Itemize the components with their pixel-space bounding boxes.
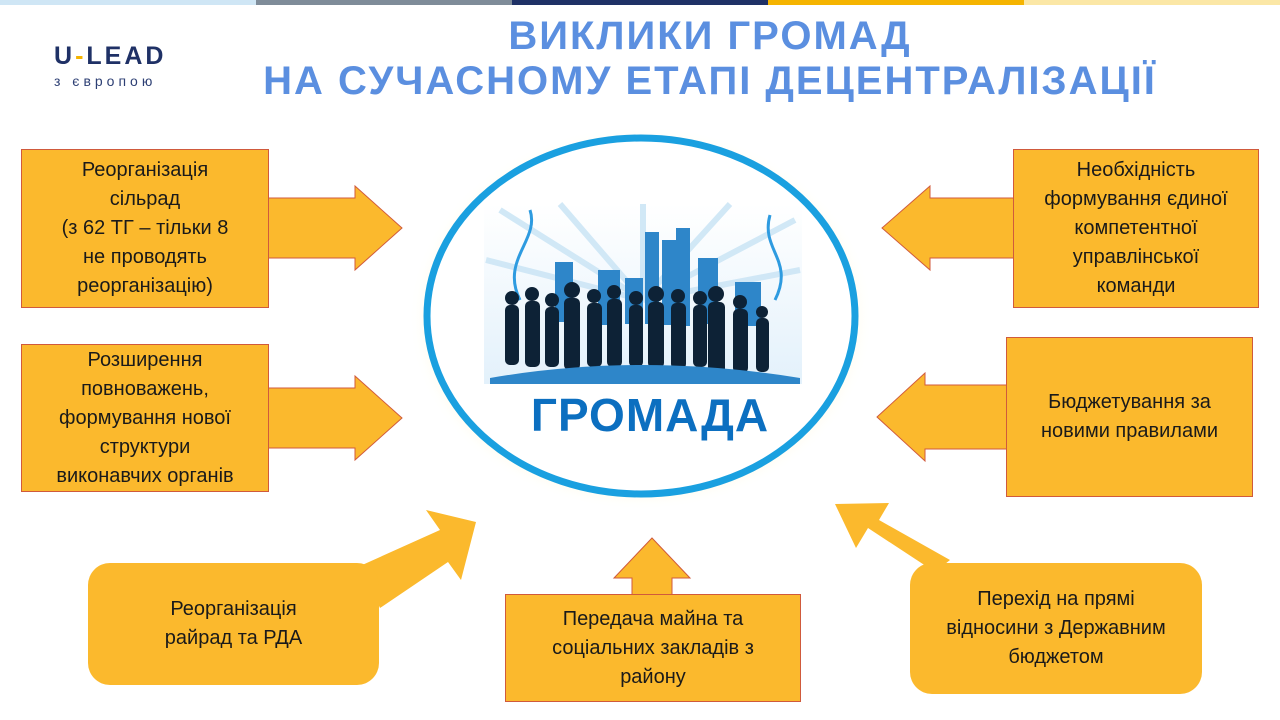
box-top-left: Реорганізація сільрад (з 62 ТГ – тільки …	[21, 149, 269, 308]
box-bottom-center: Передача майна та соціальних закладів з …	[505, 594, 801, 702]
box-mid-left: Розширення повноважень, формування нової…	[21, 344, 269, 492]
community-crowd-city-illustration	[484, 201, 802, 384]
arrow-left-icon-mid-right	[876, 371, 1009, 463]
logo-subtitle: з європою	[54, 73, 157, 89]
u-lead-logo: U-LEAD з європою	[54, 42, 166, 89]
top-bar-segment-4	[768, 0, 1024, 5]
arrow-up-icon-bottom-center	[612, 537, 692, 596]
logo-brand: U-LEAD	[54, 42, 166, 71]
logo-brand-dash: -	[75, 42, 87, 70]
logo-brand-right: LEAD	[86, 42, 167, 70]
title-line-2: НА СУЧАСНОМУ ЕТАПІ ДЕЦЕНТРАЛІЗАЦІЇ	[263, 59, 1157, 103]
arrow-diagonal-icon-bottom-left	[360, 510, 476, 608]
top-bar-segment-3	[512, 0, 768, 5]
box-bottom-left: Реорганізація райрад та РДА	[88, 563, 379, 685]
top-bar-segment-5	[1024, 0, 1280, 5]
page-title: ВИКЛИКИ ГРОМАД НА СУЧАСНОМУ ЕТАПІ ДЕЦЕНТ…	[200, 14, 1220, 104]
box-top-right: Необхідність формування єдиної компетент…	[1013, 149, 1259, 308]
arrow-left-icon-top-right	[881, 184, 1017, 272]
logo-brand-left: U	[54, 42, 76, 70]
arrow-diagonal-icon-bottom-right	[835, 503, 950, 572]
arrow-right-icon-top-left	[267, 184, 403, 272]
box-bottom-right: Перехід на прямі відносини з Державним б…	[910, 563, 1202, 694]
box-mid-right: Бюджетування за новими правилами	[1006, 337, 1253, 497]
arrow-right-icon-mid-left	[267, 374, 403, 462]
center-label: ГРОМАДА	[530, 389, 770, 441]
title-line-1: ВИКЛИКИ ГРОМАД	[508, 14, 912, 58]
top-bar-segment-2	[256, 0, 512, 5]
top-bar-segment-1	[0, 0, 256, 5]
